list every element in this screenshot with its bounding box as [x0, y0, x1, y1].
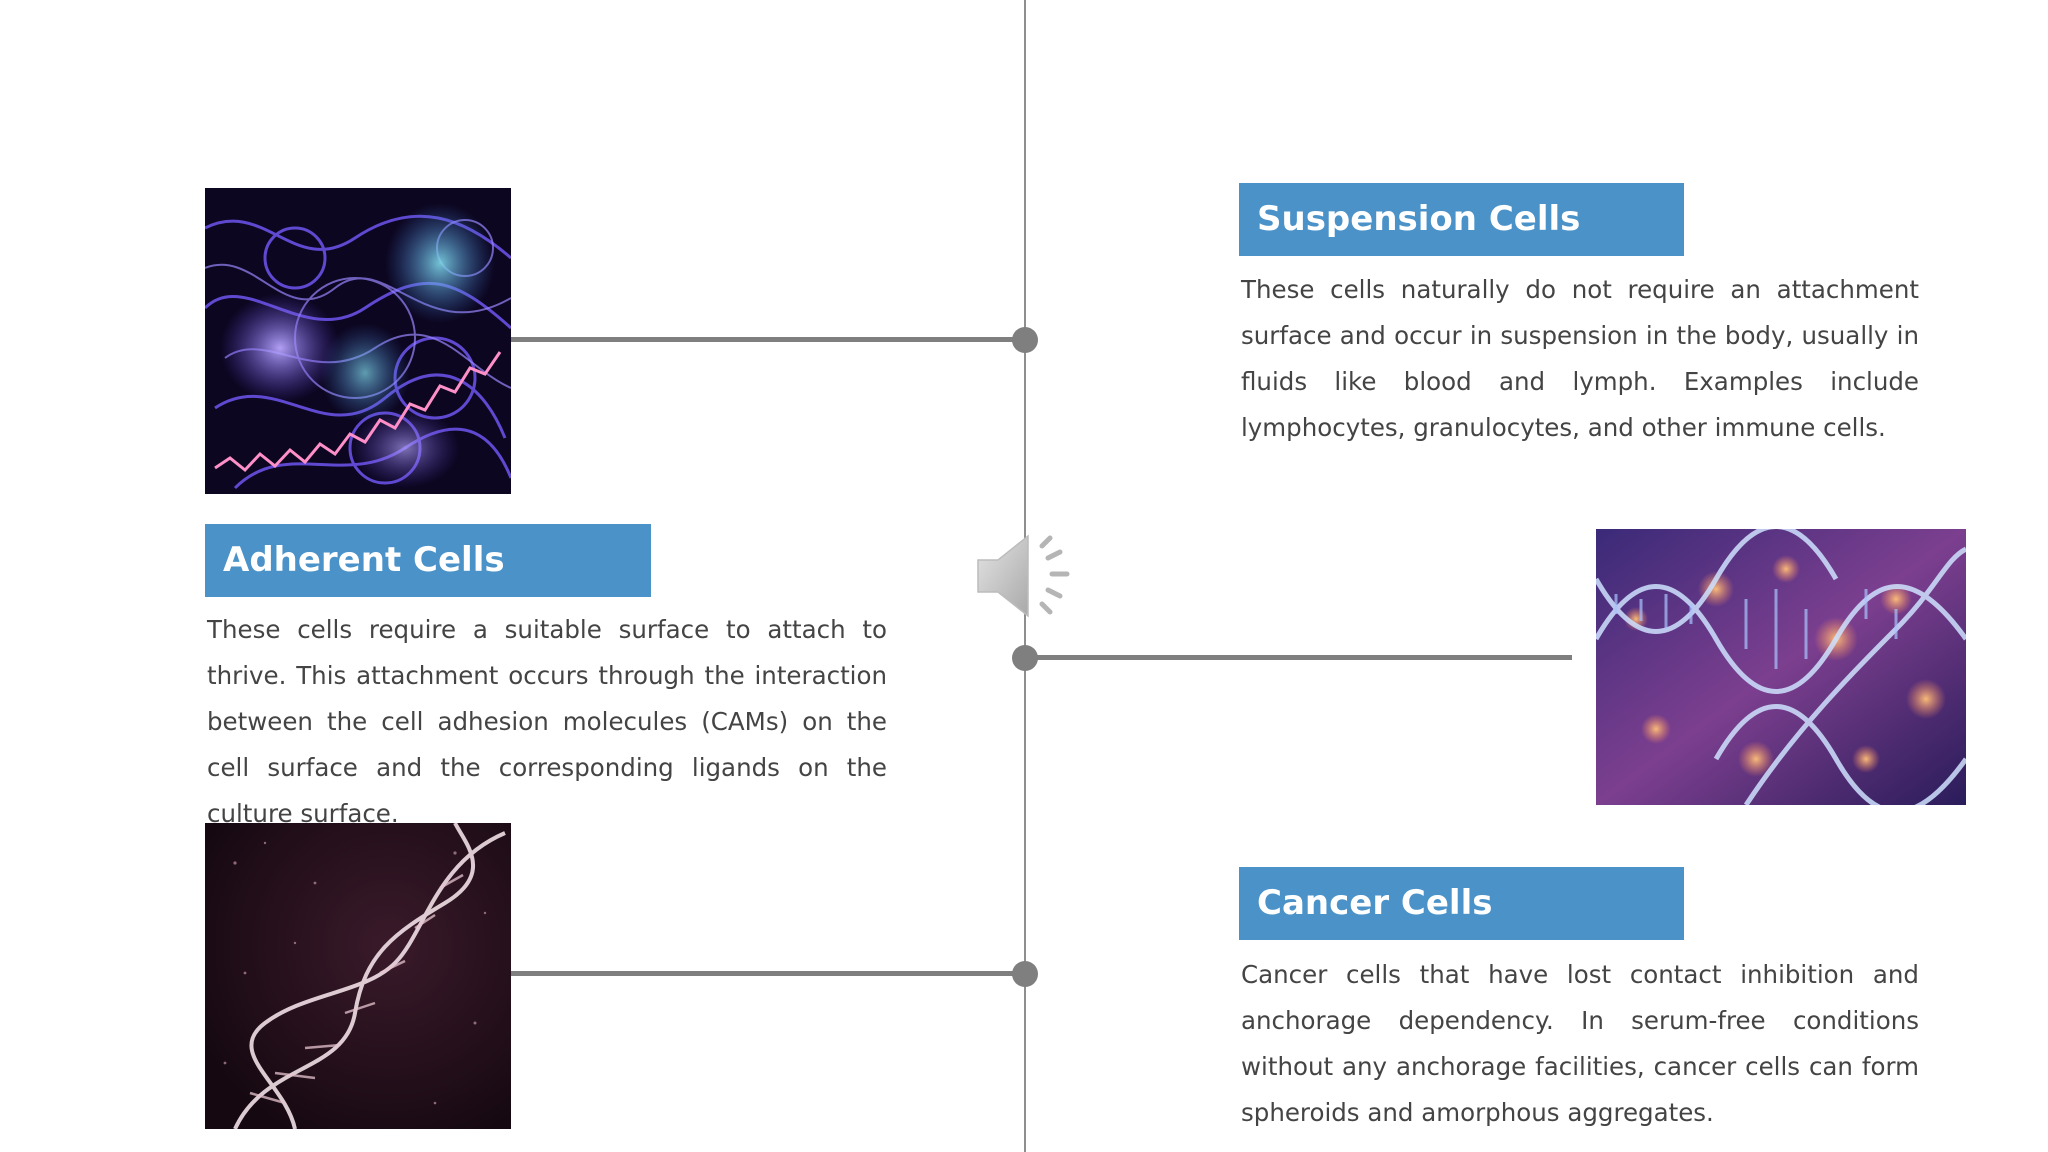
- dna-particles-image: [205, 823, 511, 1129]
- speaker-icon[interactable]: [972, 528, 1082, 624]
- suspension-cells-description: These cells naturally do not require an …: [1241, 275, 1919, 442]
- connector-line-bottom: [510, 971, 1026, 976]
- protein-structure-image: [205, 188, 511, 494]
- cancer-cells-description: Cancer cells that have lost contact inhi…: [1241, 960, 1919, 1127]
- timeline-node-middle: [1012, 645, 1038, 671]
- dna-helix-image: [1596, 529, 1966, 805]
- adherent-cells-title: Adherent Cells: [205, 524, 651, 597]
- connector-line-top: [510, 337, 1026, 342]
- timeline-node-bottom: [1012, 961, 1038, 987]
- adherent-cells-description: These cells require a suitable surface t…: [207, 615, 887, 828]
- timeline-node-top: [1012, 327, 1038, 353]
- cancer-cells-title: Cancer Cells: [1239, 867, 1684, 940]
- connector-line-middle: [1026, 655, 1572, 660]
- suspension-cells-title: Suspension Cells: [1239, 183, 1684, 256]
